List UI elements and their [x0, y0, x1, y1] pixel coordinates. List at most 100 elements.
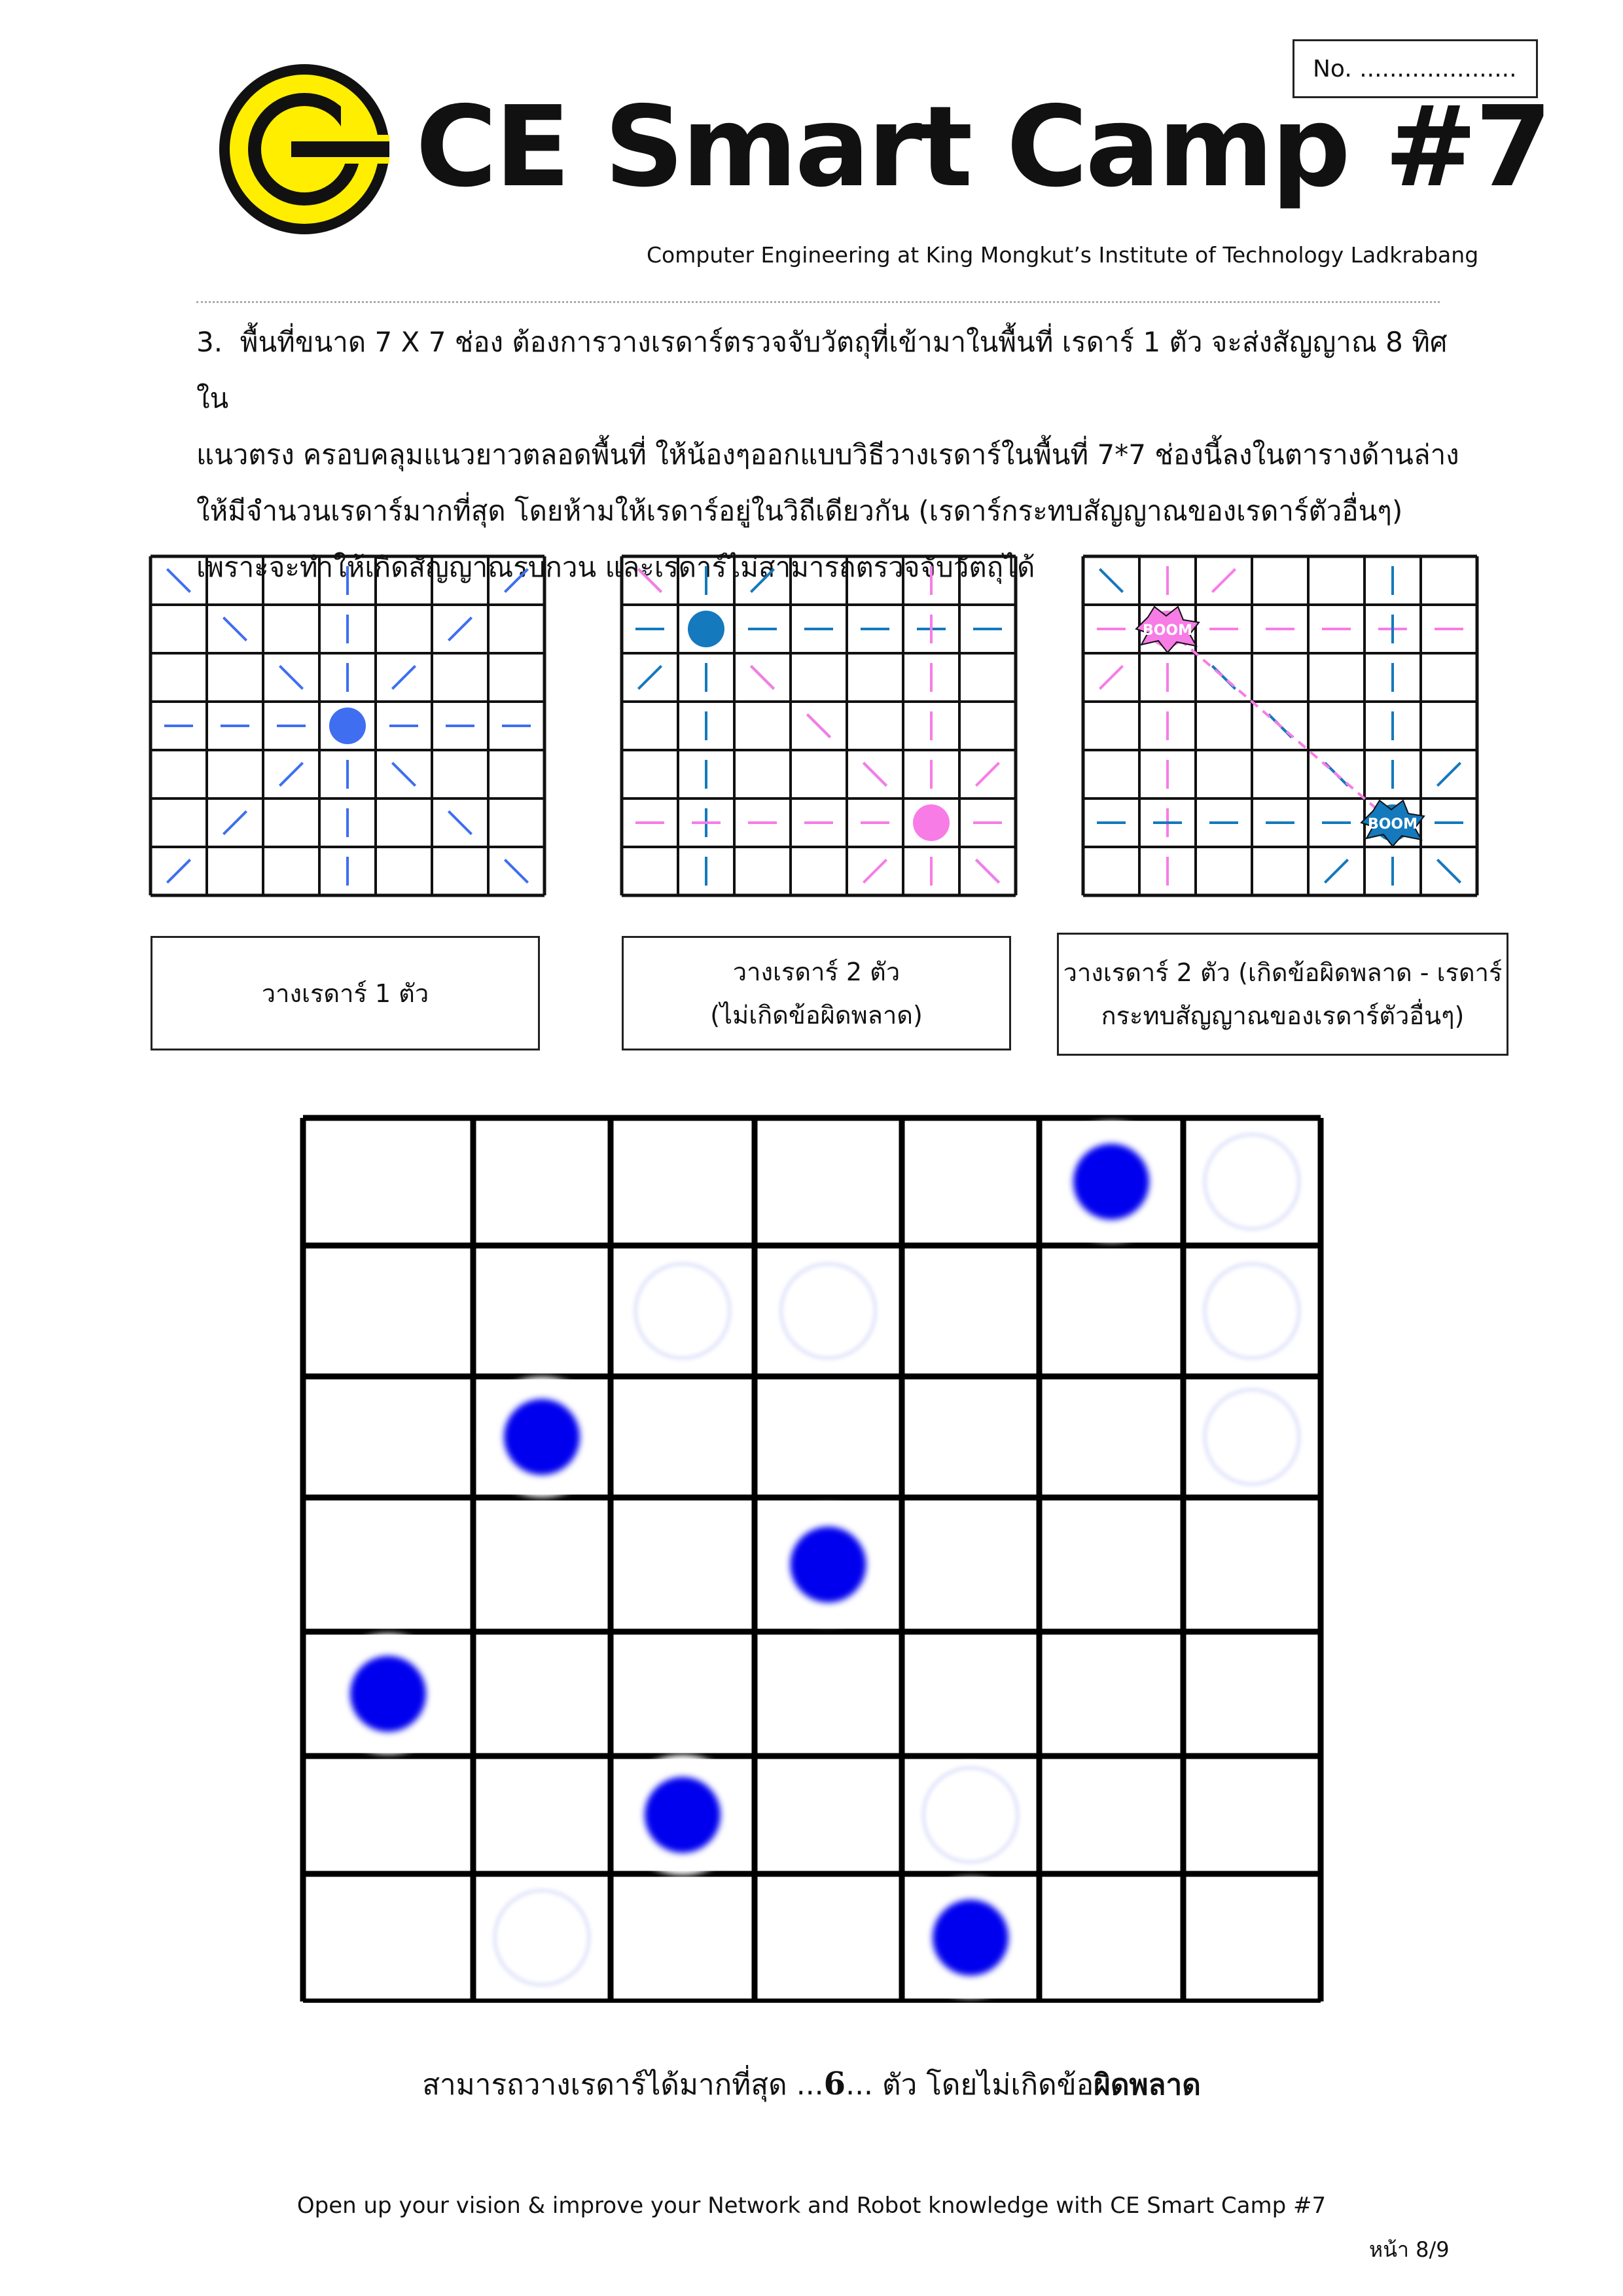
example-caption-1: วางเรดาร์ 1 ตัว	[151, 936, 540, 1050]
signal-dash	[391, 664, 417, 691]
caption-line: (ไม่เกิดข้อผิดพลาด)	[710, 1000, 923, 1030]
grid-cell[interactable]	[303, 1756, 473, 1874]
signal-dash	[1323, 858, 1349, 884]
signal-dash	[806, 713, 832, 739]
answer-grid[interactable]	[298, 1113, 1332, 2003]
grid-cell[interactable]	[1183, 1874, 1321, 2001]
erased-mark-ring	[1203, 1132, 1301, 1231]
radar-dot[interactable]	[504, 1399, 580, 1475]
radar-dot[interactable]	[350, 1656, 426, 1732]
radar-dot[interactable]	[1073, 1143, 1149, 1220]
grid-cell[interactable]	[303, 1498, 473, 1632]
caption-line: กระทบสัญญาณของเรดาร์ตัวอื่นๆ)	[1101, 1001, 1465, 1030]
signal-dash	[1436, 858, 1462, 884]
page-title: CE Smart Camp #7	[416, 82, 1552, 212]
grid-cell[interactable]	[755, 1118, 902, 1246]
grid-cell[interactable]	[473, 1498, 611, 1632]
grid-cell[interactable]	[303, 1376, 473, 1498]
erased-mark-ring	[779, 1262, 878, 1360]
erased-mark	[1198, 1257, 1306, 1365]
grid-cell[interactable]	[1039, 1498, 1183, 1632]
grid-cell[interactable]	[303, 1246, 473, 1376]
grid-cell[interactable]	[902, 1498, 1039, 1632]
boom-label: BOOM	[1368, 816, 1418, 833]
signal-dash	[503, 567, 529, 594]
signal-dash	[862, 858, 888, 884]
signal-dash	[862, 761, 888, 787]
grid-cell[interactable]	[902, 1246, 1039, 1376]
ce-logo-icon	[219, 64, 389, 234]
answer-value[interactable]: 6	[823, 2066, 846, 2102]
signal-dash	[278, 761, 304, 787]
grid-cell[interactable]	[473, 1756, 611, 1874]
grid-cell[interactable]	[611, 1874, 755, 2001]
grid-cell[interactable]	[1039, 1874, 1183, 2001]
boom-burst-icon: BOOM	[1135, 605, 1200, 654]
signal-dash	[278, 664, 304, 691]
grid-cell[interactable]	[755, 1632, 902, 1756]
signal-dash	[166, 567, 192, 594]
erased-mark	[1198, 1128, 1306, 1236]
grid-cell[interactable]	[902, 1376, 1039, 1498]
grid-cell[interactable]	[755, 1376, 902, 1498]
grid-cell[interactable]	[611, 1118, 755, 1246]
caption-line: วางเรดาร์ 2 ตัว	[732, 957, 901, 986]
grid-cell[interactable]	[303, 1874, 473, 2001]
grid-cell[interactable]	[1039, 1246, 1183, 1376]
question-number: 3.	[196, 326, 223, 358]
boom-burst-icon: BOOM	[1360, 799, 1425, 848]
grid-cell[interactable]	[755, 1874, 902, 2001]
grid-cell[interactable]	[611, 1498, 755, 1632]
grid-cell[interactable]	[611, 1632, 755, 1756]
erased-mark	[917, 1761, 1024, 1869]
signal-dash	[974, 761, 1001, 787]
grid-cell[interactable]	[902, 1118, 1039, 1246]
signal-dash	[637, 664, 663, 691]
grid-cell[interactable]	[1183, 1498, 1321, 1632]
grid-cell[interactable]	[473, 1246, 611, 1376]
grid-cell[interactable]	[1039, 1632, 1183, 1756]
radar-dot	[913, 804, 950, 841]
grid-cell[interactable]	[902, 1632, 1039, 1756]
example-grid-2	[620, 554, 1018, 897]
grid-cell[interactable]	[1039, 1756, 1183, 1874]
number-label: No. .....................	[1313, 55, 1517, 82]
radar-dot	[688, 611, 724, 647]
erased-mark-ring	[921, 1766, 1020, 1864]
erased-mark-ring	[493, 1888, 591, 1987]
grid-cell[interactable]	[1039, 1376, 1183, 1498]
signal-dash	[391, 761, 417, 787]
grid-cell[interactable]	[1183, 1756, 1321, 1874]
erased-mark	[1198, 1383, 1306, 1491]
grid-cell[interactable]	[303, 1118, 473, 1246]
grid-cell[interactable]	[611, 1376, 755, 1498]
caption-line: วางเรดาร์ 2 ตัว (เกิดข้อผิดพลาด - เรดาร์	[1063, 958, 1503, 987]
answer-sentence: สามารถวางเรดาร์ได้มากที่สุด ...6... ตัว …	[0, 2062, 1623, 2108]
answer-emphasis: ผิดพลาด	[1094, 2068, 1201, 2102]
radar-dot[interactable]	[933, 1899, 1008, 1976]
radar-dot[interactable]	[790, 1526, 866, 1603]
grid-cell[interactable]	[755, 1756, 902, 1874]
question-line-text: พื้นที่ขนาด 7 X 7 ช่อง ต้องการวางเรดาร์ต…	[196, 326, 1448, 414]
example-caption-2: วางเรดาร์ 2 ตัว (ไม่เกิดข้อผิดพลาด)	[622, 936, 1011, 1050]
erased-mark	[629, 1257, 736, 1365]
grid-cell[interactable]	[1183, 1632, 1321, 1756]
signal-dash	[447, 616, 473, 642]
answer-middle: ... ตัว โดยไม่เกิดข้อ	[846, 2068, 1094, 2102]
grid-cell[interactable]	[473, 1632, 611, 1756]
grid-cell[interactable]	[473, 1118, 611, 1246]
signal-dash	[1098, 664, 1124, 691]
signal-dash	[974, 858, 1001, 884]
example-grid-1	[149, 554, 546, 897]
signal-dash	[637, 567, 663, 594]
question-line-3: ให้มีจำนวนเรดาร์มากที่สุด โดยห้ามให้เรดา…	[196, 495, 1403, 527]
example-caption-3: วางเรดาร์ 2 ตัว (เกิดข้อผิดพลาด - เรดาร์…	[1057, 933, 1508, 1056]
signal-dash	[166, 858, 192, 884]
answer-prefix: สามารถวางเรดาร์ได้มากที่สุด ...	[422, 2068, 824, 2102]
radar-dot[interactable]	[645, 1777, 721, 1853]
signal-dash	[749, 664, 776, 691]
signal-dash	[222, 616, 248, 642]
signal-dash	[1436, 761, 1462, 787]
boom-label: BOOM	[1143, 622, 1192, 639]
erased-mark-ring	[1203, 1262, 1301, 1360]
